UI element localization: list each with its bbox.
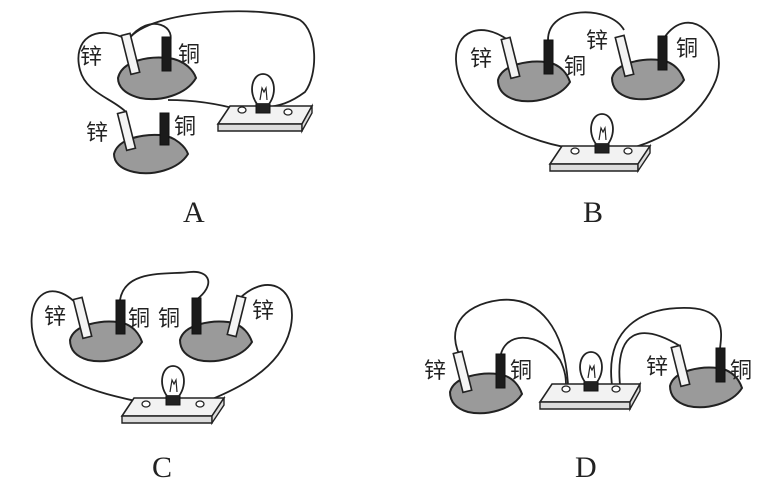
copper-label: 铜 <box>730 359 752 384</box>
copper-label: 铜 <box>158 307 180 332</box>
copper-label: 铜 <box>128 307 150 332</box>
zinc-electrode <box>500 36 521 80</box>
wire <box>30 290 141 403</box>
copper-label: 铜 <box>510 359 532 384</box>
wire <box>547 11 625 41</box>
panel-c: 锌 铜 铜 锌 C <box>30 271 293 484</box>
terminal-post <box>570 147 580 155</box>
zinc-electrode <box>72 296 93 340</box>
bulb-socket <box>165 395 181 406</box>
zinc-label: 锌 <box>646 355 668 380</box>
lemon-cell <box>178 320 254 363</box>
lamp-board-edge <box>549 163 639 172</box>
zinc-electrode <box>614 34 635 78</box>
wire <box>455 29 571 149</box>
option-label-a: A <box>183 196 205 229</box>
zinc-label: 锌 <box>252 299 274 324</box>
copper-label: 铜 <box>564 55 586 80</box>
copper-electrode <box>543 39 554 75</box>
copper-electrode <box>115 299 126 335</box>
bulb-socket <box>594 143 610 154</box>
panel-a: 锌 铜 锌 铜 A <box>77 10 316 229</box>
copper-label: 铜 <box>174 115 196 140</box>
option-label-b: B <box>583 196 603 229</box>
panel-b: 锌 铜 锌 铜 B <box>455 11 720 229</box>
wire <box>610 307 722 386</box>
zinc-label: 锌 <box>80 45 102 70</box>
panel-d: 锌 铜 锌 铜 D <box>424 298 752 484</box>
zinc-electrode <box>452 350 473 394</box>
zinc-electrode <box>116 110 137 152</box>
copper-electrode <box>715 347 726 383</box>
terminal-post <box>611 385 621 393</box>
option-label-d: D <box>575 451 597 484</box>
copper-electrode <box>657 35 668 71</box>
terminal-post <box>141 400 151 408</box>
bulb-socket <box>255 103 271 114</box>
zinc-label: 锌 <box>424 359 446 384</box>
terminal-post <box>283 108 293 116</box>
zinc-label: 锌 <box>44 305 66 330</box>
zinc-label: 锌 <box>586 29 608 54</box>
lamp-board-edge <box>217 123 303 132</box>
zinc-electrode <box>226 294 247 338</box>
copper-electrode <box>159 112 170 146</box>
zinc-label: 锌 <box>86 121 108 146</box>
copper-electrode <box>191 297 202 335</box>
terminal-post <box>623 147 633 155</box>
wire <box>454 298 569 386</box>
copper-electrode <box>495 353 506 389</box>
zinc-electrode <box>120 32 141 76</box>
zinc-label: 锌 <box>470 47 492 72</box>
wire <box>631 21 720 149</box>
wire <box>499 336 567 387</box>
wire <box>119 271 210 301</box>
lamp-board-edge <box>539 401 631 410</box>
option-label-c: C <box>152 451 172 484</box>
terminal-post <box>195 400 205 408</box>
wire <box>204 284 293 403</box>
zinc-electrode <box>670 344 691 388</box>
copper-label: 铜 <box>178 43 200 68</box>
copper-electrode <box>161 36 172 72</box>
terminal-post <box>237 106 247 114</box>
wire <box>127 10 316 109</box>
wire <box>77 31 129 113</box>
bulb-socket <box>583 381 599 392</box>
lamp-board-edge <box>121 415 213 424</box>
terminal-post <box>561 385 571 393</box>
wire <box>618 332 681 386</box>
copper-label: 铜 <box>676 37 698 62</box>
